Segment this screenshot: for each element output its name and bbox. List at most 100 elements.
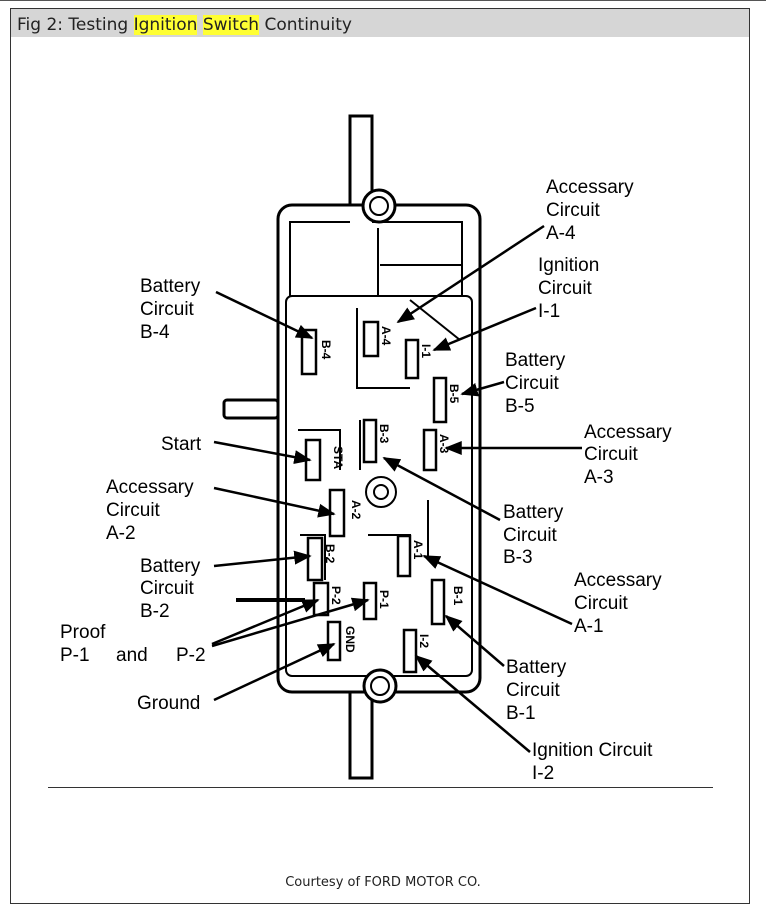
label-acc-a3-line2: Circuit [584, 444, 639, 465]
label-acc-a4-line3: A-4 [546, 223, 576, 244]
pin-label-sta: STA [331, 446, 345, 469]
label-bat-b3-line2: Circuit [503, 525, 558, 546]
pin-label-a4: A-4 [379, 326, 393, 346]
pin-label-b5: B-5 [447, 384, 461, 404]
figure-rule [48, 787, 713, 788]
label-bat-b3-line3: B-3 [503, 547, 533, 568]
label-acc-a1-line3: A-1 [574, 616, 604, 637]
leader-a4 [396, 224, 545, 324]
label-proof-p1: P-1 [60, 645, 90, 666]
leader-a1 [422, 554, 573, 626]
terminal-i2 [402, 628, 418, 674]
leader-lines [211, 224, 582, 753]
terminal-b5 [432, 376, 448, 424]
label-start: Start [161, 434, 202, 455]
terminal-a1 [396, 534, 412, 578]
label-acc-a4-line2: Circuit [546, 200, 601, 221]
label-proof-and: and [116, 645, 148, 666]
terminal-i1 [404, 338, 420, 380]
terminal-b3 [362, 418, 378, 464]
center-pivot-inner [373, 484, 389, 500]
label-bat-b1-line1: Battery [506, 657, 567, 678]
interior-wall-left [298, 429, 341, 580]
label-bat-b3-line1: Battery [503, 502, 564, 523]
leader-b3 [382, 456, 501, 522]
leader-b5 [460, 380, 505, 397]
pin-label-b3: B-3 [377, 424, 391, 444]
label-acc-a1-line1: Accessary [574, 570, 662, 591]
label-bat-b5-line1: Battery [505, 350, 566, 371]
label-ign-i2-line1: Ignition Circuit [532, 740, 653, 761]
top-mount-hole [361, 188, 397, 224]
label-bat-b2-line3: B-2 [140, 601, 170, 622]
label-bat-b5-line2: Circuit [505, 373, 560, 394]
label-acc-a3-line3: A-3 [584, 467, 614, 488]
title-highlight-switch: Switch [202, 15, 260, 35]
leader-a2 [213, 486, 336, 518]
callout-labels: Accessary Circuit A-4 Ignition Circuit I… [60, 177, 672, 784]
pin-label-i2: I-2 [417, 634, 431, 648]
pin-label-b2: B-2 [323, 544, 337, 564]
terminal-b2 [306, 536, 324, 582]
label-bat-b4-line1: Battery [140, 276, 201, 297]
pin-label-a2: A-2 [349, 500, 363, 520]
terminal-a3 [422, 428, 438, 472]
label-acc-a2-line1: Accessary [106, 477, 194, 498]
terminal-gnd [326, 620, 342, 662]
label-acc-a4-line1: Accessary [546, 177, 634, 198]
pin-labels: B-4 A-4 I-1 B-5 STA B-3 A-3 A-2 B-2 A-1 … [319, 326, 465, 653]
label-bat-b1-line3: B-1 [506, 703, 536, 724]
terminals [300, 320, 448, 674]
bottom-mount-hole-inner [370, 676, 390, 696]
leader-p1 [211, 597, 370, 648]
label-ign-i1-line3: I-1 [538, 301, 560, 322]
top-mount-hole-inner [369, 196, 389, 216]
title-prefix: Fig 2: Testing [17, 15, 134, 35]
terminal-a4 [362, 320, 380, 358]
label-bat-b1-line2: Circuit [506, 680, 561, 701]
pin-label-a1: A-1 [411, 540, 425, 560]
pin-label-p1: P-1 [377, 590, 391, 609]
label-ign-i1-line1: Ignition [538, 255, 599, 276]
label-bat-b2-line2: Circuit [140, 578, 195, 599]
bottom-mount-hole [362, 668, 398, 704]
label-proof-line1: Proof [60, 622, 106, 643]
figure-title: Fig 2: Testing Ignition Switch Continuit… [17, 14, 352, 36]
leader-b4 [215, 290, 314, 340]
label-ign-i2-line2: I-2 [532, 763, 554, 784]
terminal-b1 [430, 578, 446, 626]
terminal-p2 [312, 581, 330, 617]
label-proof-p2: P-2 [176, 645, 206, 666]
leader-ground [213, 642, 336, 702]
leader-p2 [211, 598, 320, 646]
label-bat-b4-line2: Circuit [140, 299, 195, 320]
label-acc-a2-line3: A-2 [106, 523, 136, 544]
center-pivot [365, 476, 397, 508]
title-suffix: Continuity [259, 15, 352, 35]
leader-b2 [213, 550, 312, 568]
label-bat-b2-line1: Battery [140, 556, 201, 577]
leader-i2 [414, 654, 531, 753]
label-bat-b5-line3: B-5 [505, 396, 535, 417]
leader-b1 [444, 614, 505, 667]
top-border [0, 0, 766, 1]
leader-start [213, 440, 312, 464]
pin-label-gnd: GND [343, 626, 357, 653]
label-acc-a1-line2: Circuit [574, 593, 629, 614]
top-bracket [289, 221, 463, 296]
top-bracket-divider [377, 228, 462, 296]
interior-wall-upper [356, 299, 461, 389]
pin-label-p2: P-2 [329, 586, 343, 605]
side-tab [222, 398, 280, 420]
figure-credit: Courtesy of FORD MOTOR CO. [285, 875, 481, 890]
pin-label-b4: B-4 [319, 340, 333, 360]
pin-label-a3: A-3 [437, 434, 451, 454]
label-bat-b4-line3: B-4 [140, 322, 170, 343]
label-ground: Ground [137, 693, 200, 714]
label-ign-i1-line2: Circuit [538, 278, 593, 299]
label-acc-a3-line1: Accessary [584, 422, 672, 443]
label-acc-a2-line2: Circuit [106, 500, 161, 521]
pin-label-b1: B-1 [451, 586, 465, 606]
leader-i1 [432, 306, 537, 352]
